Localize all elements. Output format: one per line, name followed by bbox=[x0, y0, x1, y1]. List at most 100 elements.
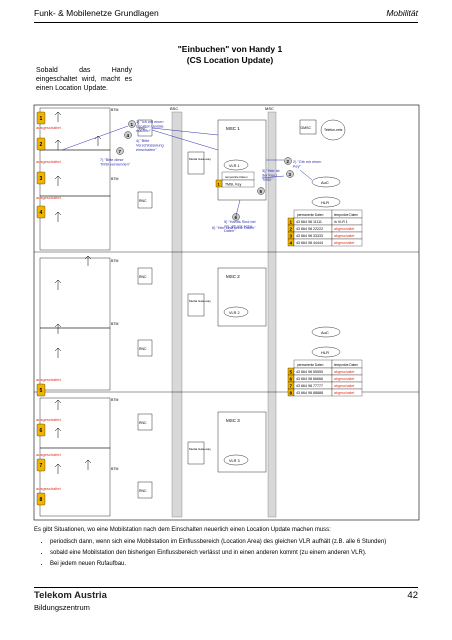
rnc-label: RNC bbox=[139, 489, 147, 493]
off-label: ausgeschaltet bbox=[36, 195, 62, 200]
step-text: 6) "Hier sind seine Daten" bbox=[212, 226, 256, 230]
rnc-box bbox=[137, 119, 153, 137]
hlr-ellipse bbox=[311, 196, 341, 208]
media-gateway bbox=[187, 293, 205, 317]
btm-label: BTM bbox=[111, 259, 118, 263]
msc-backbone bbox=[267, 111, 277, 518]
vlr1-ellipse bbox=[223, 159, 249, 171]
cell-box bbox=[39, 447, 111, 517]
hlr-row-index: 6 bbox=[290, 377, 293, 382]
svg-text:8: 8 bbox=[40, 497, 43, 503]
step-circle bbox=[116, 147, 124, 155]
step-circle bbox=[124, 131, 132, 139]
gmsc-label: GMSC bbox=[301, 126, 312, 130]
handset-icon: 2 bbox=[36, 137, 46, 151]
step-circle bbox=[286, 170, 294, 178]
rnc-label: RNC bbox=[139, 199, 147, 203]
cell-box bbox=[39, 257, 111, 329]
vlr3-ellipse bbox=[223, 454, 249, 466]
step-text: 2) "Gib mir einen bbox=[293, 160, 321, 164]
btm-label: BTM bbox=[111, 398, 118, 402]
vlr1-label: VLR 1 bbox=[229, 164, 240, 168]
bullet-list: periodisch dann, wenn sich eine Mobilsta… bbox=[34, 538, 414, 568]
step-text: 5) "Hands Sind bei bbox=[224, 220, 256, 224]
btm-label: BTM bbox=[111, 177, 118, 181]
auc-label: AuC bbox=[321, 180, 329, 185]
hlr-label: HLR bbox=[321, 200, 329, 205]
off-label: ausgeschaltet bbox=[36, 159, 62, 164]
hlr-row-index: 1 bbox=[290, 220, 293, 225]
cell-box bbox=[39, 327, 111, 391]
hlr-row-status: abgeschaltet bbox=[334, 377, 354, 381]
handset-icon: 1 bbox=[36, 111, 46, 125]
band-label-msc: MSC bbox=[265, 106, 274, 111]
auc-label: AuC bbox=[321, 330, 329, 335]
btm-label: BTM bbox=[111, 467, 118, 471]
step-text: einschalten" bbox=[136, 148, 157, 152]
antenna-icon bbox=[54, 399, 92, 474]
hlr-row-index: 3 bbox=[290, 234, 293, 239]
band-label-bsc: BSC bbox=[170, 106, 178, 111]
step-text: der Key / bbox=[262, 174, 278, 178]
svg-text:1: 1 bbox=[40, 116, 43, 122]
handset-icon: 3 bbox=[36, 171, 46, 185]
hlr-row-number: 43 664 98 66666 bbox=[296, 377, 323, 381]
off-label: ausgeschaltet bbox=[36, 417, 62, 422]
footer-text: Es gibt Situationen, wo eine Mobilstatio… bbox=[34, 526, 414, 571]
msc1-label: MSC 1 bbox=[226, 126, 240, 131]
off-label: ausgeschaltet bbox=[36, 486, 62, 491]
step-text: TMSI verwenden" bbox=[100, 163, 131, 167]
header-rule bbox=[34, 22, 418, 23]
hlr-row-number: 43 664 98 88888 bbox=[296, 391, 323, 395]
page-number: 42 bbox=[407, 590, 418, 601]
svg-text:3: 3 bbox=[40, 176, 43, 182]
media-gateway bbox=[187, 151, 205, 175]
handset-icon: 7 bbox=[36, 458, 46, 472]
hlr-ellipse bbox=[311, 346, 341, 358]
rnc-label: RNC bbox=[139, 275, 147, 279]
svg-text:7: 7 bbox=[40, 463, 43, 469]
hlr-temp-label: temporäre Daten bbox=[334, 363, 358, 367]
step-text: Key" bbox=[293, 165, 302, 169]
signal-arrows bbox=[61, 125, 313, 217]
vlr2-label: VLR 2 bbox=[229, 311, 240, 315]
media-gateway-label: Media Gate-way bbox=[189, 447, 211, 451]
hlr-row-number: 43 664 98 22222 bbox=[296, 227, 323, 231]
gmsc-box bbox=[299, 119, 317, 135]
brand-sub: Bildungszentrum bbox=[34, 603, 90, 612]
auc-ellipse bbox=[311, 176, 341, 188]
svg-text:5: 5 bbox=[40, 388, 43, 394]
off-label: ausgeschaltet bbox=[36, 125, 62, 130]
bsc-backbone bbox=[171, 111, 183, 518]
rnc-label: RNC bbox=[139, 421, 147, 425]
auc-ellipse bbox=[311, 326, 341, 338]
hlr-row-index: 5 bbox=[290, 370, 293, 375]
step-number: 7 bbox=[119, 149, 122, 154]
footer-rule bbox=[34, 587, 418, 588]
handset-icon: 8 bbox=[36, 492, 46, 506]
hlr-row-index: 8 bbox=[290, 391, 293, 396]
hlr-row-number: 43 664 98 55555 bbox=[296, 370, 323, 374]
step-circle bbox=[284, 157, 292, 165]
hlr-row-number: 43 664 98 44444 bbox=[296, 241, 323, 245]
msc3-label: MSC 3 bbox=[226, 418, 240, 423]
hlr-perm-label: permanente Daten bbox=[297, 213, 324, 217]
footer-intro: Es gibt Situationen, wo eine Mobilstatio… bbox=[34, 527, 331, 533]
step-number: 2 bbox=[287, 159, 290, 164]
telefonnetz-label: Telefon-netz bbox=[324, 128, 343, 132]
title-line2: (CS Location Update) bbox=[186, 54, 274, 65]
handset-icon: 5 bbox=[36, 383, 46, 397]
hlr-temp-label: temporäre Daten bbox=[334, 213, 358, 217]
rnc-label: RNC bbox=[139, 127, 147, 131]
